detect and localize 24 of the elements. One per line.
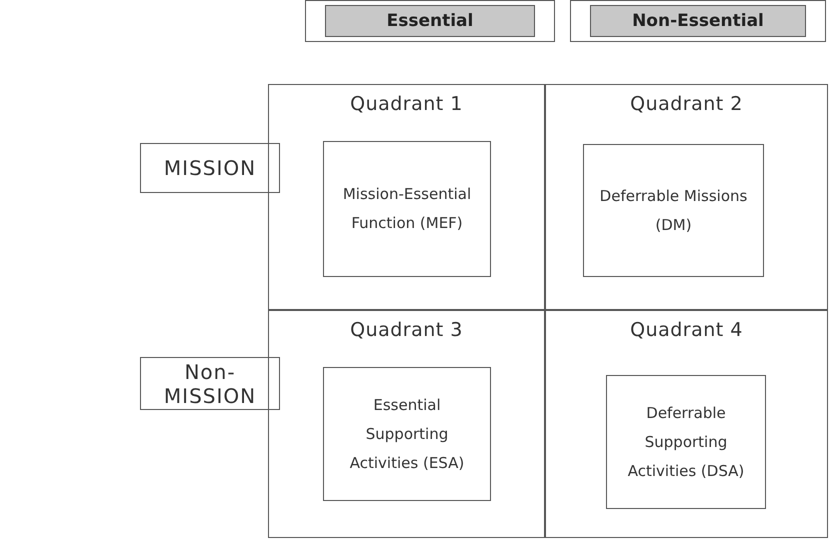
quadrant-heading: Quadrant 2	[629, 93, 744, 115]
quadrant-heading: Quadrant 1	[349, 93, 464, 115]
function-label: Deferrable Missions (DM)	[598, 186, 748, 236]
function-label: Essential Supporting Activities (ESA)	[348, 394, 466, 474]
row-label-box	[140, 357, 280, 410]
column-header	[570, 0, 826, 42]
header-label: Essential	[324, 5, 536, 37]
quadrant-heading: Quadrant 3	[349, 319, 464, 341]
function-box	[323, 367, 491, 501]
row-label-box	[140, 143, 280, 193]
function-box	[583, 144, 764, 277]
quadrant-heading: Quadrant 4	[629, 319, 744, 341]
quadrant-cell	[268, 310, 545, 538]
row-label: Non-MISSION	[162, 360, 258, 408]
function-label: Mission-Essential Function (MEF)	[342, 184, 472, 234]
function-box	[606, 375, 766, 509]
row-label: MISSION	[164, 156, 256, 180]
quadrant-cell	[545, 310, 828, 538]
quadrant-cell	[545, 84, 828, 310]
column-header	[305, 0, 555, 42]
function-label: Deferrable Supporting Activities (DSA)	[626, 402, 746, 482]
function-box	[323, 141, 491, 277]
quadrant-cell	[268, 84, 545, 310]
header-label: Non-Essential	[590, 5, 806, 37]
